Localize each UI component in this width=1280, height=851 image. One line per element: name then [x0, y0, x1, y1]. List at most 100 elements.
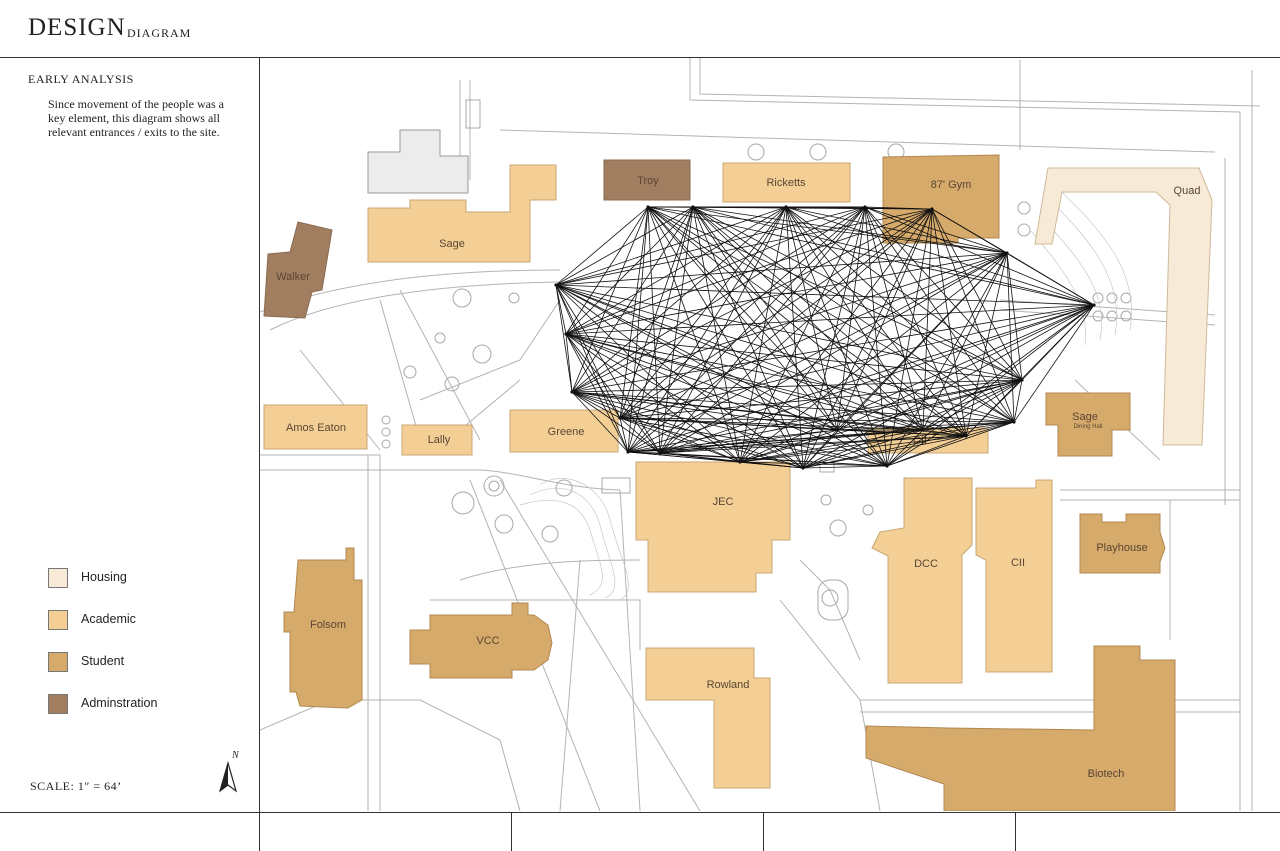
- footer-divider: [259, 813, 260, 851]
- building-quad: Quad: [1034, 167, 1213, 446]
- page-title: DESIGN: [28, 14, 126, 41]
- building-label: Quad: [1174, 185, 1201, 197]
- connection-line: [555, 284, 661, 454]
- connection-line: [565, 333, 1015, 423]
- connection-line: [565, 333, 661, 454]
- connection-line: [565, 304, 1095, 335]
- connection-line: [802, 465, 888, 469]
- page-header: DESIGN DIAGRAM: [0, 0, 1280, 58]
- connection-line: [571, 206, 694, 393]
- connection-line: [565, 333, 838, 431]
- connection-line: [647, 206, 924, 431]
- building-lally: Lally: [401, 424, 473, 456]
- connection-line: [647, 206, 1095, 306]
- building-biotech: Biotech: [865, 645, 1176, 811]
- connection-line: [619, 417, 924, 431]
- connection-line: [864, 206, 933, 210]
- connection-line: [886, 208, 933, 467]
- connection-line: [627, 379, 1023, 453]
- building-label: Sage: [439, 238, 465, 250]
- connection-line: [886, 435, 967, 467]
- connection-line: [619, 208, 933, 419]
- building-label: DCC: [914, 558, 938, 570]
- connection-line: [555, 208, 933, 286]
- connection-line: [619, 417, 741, 463]
- footer-divider: [1015, 813, 1016, 851]
- connection-line: [886, 421, 1015, 467]
- connection-line: [647, 206, 661, 454]
- connection-line: [555, 284, 838, 431]
- connection-line: [565, 333, 629, 453]
- description-text: Since movement of the people was a key e…: [48, 97, 224, 139]
- connection-line: [555, 284, 1023, 381]
- connection-line: [627, 451, 661, 454]
- building-label: Ricketts: [766, 177, 806, 189]
- connection-line: [571, 391, 741, 463]
- entrance-point: [691, 205, 695, 209]
- connection-line: [785, 206, 1023, 381]
- connection-line: [1006, 252, 1015, 423]
- connection-line: [1006, 252, 1023, 381]
- connection-line: [555, 284, 804, 469]
- connection-line: [571, 391, 924, 431]
- connection-line: [571, 391, 629, 453]
- connection-line: [565, 333, 621, 419]
- connection-line: [922, 304, 1095, 431]
- connection-line: [1013, 379, 1023, 423]
- connection-line: [931, 208, 1023, 381]
- footer-divider: [511, 813, 512, 851]
- connection-line: [627, 304, 1095, 453]
- page-subtitle: DIAGRAM: [127, 26, 192, 40]
- connection-line: [627, 429, 924, 453]
- building-walker: Walker: [263, 221, 333, 319]
- legend-label: Adminstration: [81, 696, 158, 710]
- building-label: Playhouse: [1096, 542, 1147, 554]
- entrance-point: [1012, 420, 1016, 424]
- connection-line: [627, 252, 1008, 453]
- building-folsom: Folsom: [283, 547, 363, 709]
- connection-line: [922, 379, 1023, 431]
- connection-line: [571, 391, 621, 419]
- connection-line: [571, 391, 838, 431]
- building-jec: JEC: [635, 461, 791, 593]
- building-label: 87' Gym: [931, 179, 972, 191]
- building-label: Walker: [276, 271, 310, 283]
- entrance-point: [554, 283, 558, 287]
- entrance-point: [1092, 303, 1096, 307]
- site-features: [381, 99, 1132, 621]
- entrance-point: [801, 466, 805, 470]
- connection-line: [555, 284, 621, 419]
- connection-line: [659, 206, 694, 454]
- building-sage-dining-hall: Sage Dining Hall: [1045, 392, 1131, 457]
- connection-line: [565, 206, 787, 335]
- connection-line: [619, 206, 866, 419]
- entrance-point: [885, 464, 889, 468]
- connection-line: [739, 429, 924, 463]
- entrance-point: [564, 332, 568, 336]
- entrance-point: [863, 205, 867, 209]
- entrance-point: [646, 205, 650, 209]
- sidebar: EARLY ANALYSIS Since movement of the peo…: [0, 57, 260, 813]
- legend-swatch-administration: [48, 694, 68, 714]
- connection-line: [571, 252, 1008, 393]
- building-87-gym: 87' Gym: [882, 154, 1000, 244]
- building-playhouse: Playhouse: [1079, 513, 1166, 574]
- entrance-point: [618, 416, 622, 420]
- building-label: Folsom: [310, 619, 346, 631]
- building-label: Troy: [637, 175, 659, 187]
- connection-line: [836, 304, 1095, 431]
- building-label: Sage: [1072, 411, 1098, 423]
- building-label: CII: [1011, 557, 1025, 569]
- connection-line: [571, 379, 1023, 393]
- connection-line: [571, 391, 804, 469]
- building-ricketts: Ricketts: [722, 162, 851, 203]
- connection-line: [565, 206, 649, 335]
- entrance-point: [930, 207, 934, 211]
- north-label: N: [231, 750, 240, 761]
- connection-line: [555, 284, 924, 431]
- connection-line: [571, 391, 888, 467]
- connection-line: [565, 206, 866, 335]
- connection-line: [555, 284, 1095, 306]
- legend-label: Academic: [81, 612, 136, 626]
- connection-line: [965, 252, 1008, 437]
